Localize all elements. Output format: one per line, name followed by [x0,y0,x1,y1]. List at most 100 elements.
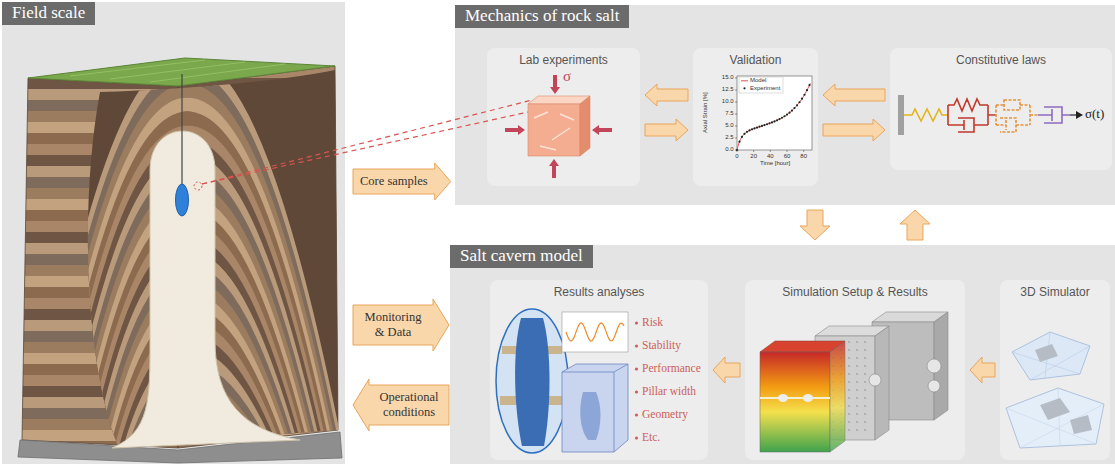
kelvin-element [948,99,996,132]
stress-output: σ(t) [1085,106,1104,122]
block-arrow [823,84,885,106]
panel-ground [450,245,1115,464]
mesh-node [864,405,866,407]
mesh-node [848,429,850,431]
panel: Salt cavern modelResults analysesRiskSta… [450,245,1115,464]
box-picture [745,280,965,460]
result-block [830,341,845,452]
box-picture [1000,280,1110,460]
salt-cavern [176,184,189,216]
mesh-node [848,373,850,375]
tick-mark [753,150,754,152]
box-title: Simulation Setup & Results [782,285,927,299]
folded-stratum [52,105,331,464]
experiment-point [756,126,758,128]
experiment-point [778,118,780,120]
cavern-level [760,397,830,399]
mesh-node [864,381,866,383]
salt-cube [528,96,590,104]
block-arrow [645,84,688,106]
result-item: Performance [642,362,701,376]
mesh-node [864,421,866,423]
salt-cube [580,96,590,156]
experiment-point [773,120,775,122]
mesh-node [864,373,866,375]
panel-tab: Mechanics of rock salt [455,5,629,28]
salt-cube [528,104,580,156]
mesh-node [864,429,866,431]
dashpot-element [1038,107,1070,123]
well [181,74,182,184]
experiment-point [763,124,765,126]
arrow-label: Operational conditions [376,390,442,420]
mesh-node [856,341,858,343]
mesh-line [1012,332,1090,380]
experiment-point [788,112,790,114]
result-item: Risk [642,316,663,330]
arrow-shape [353,299,449,351]
spring-element [904,109,948,121]
mesh-patch [1035,344,1058,362]
tick-label: 20 [750,153,757,160]
experiment-point [768,122,770,124]
tick-label: 0 [735,153,738,160]
tick-label: 40 [767,153,774,160]
cavern-bump [869,374,881,386]
load-arrow [550,75,560,94]
tick-label: 5.0 [725,122,733,129]
box-title: Validation [730,53,782,67]
mesh-line [1006,388,1104,448]
experiment-point [736,149,738,151]
legend-label: Model [750,77,766,84]
experiment-point [753,127,755,129]
field-texture [70,60,285,82]
mesh-node [848,341,850,343]
sample-location [194,182,202,190]
mesh-node [864,397,866,399]
tick-label: 10.0 [722,98,734,105]
folded-stratum [40,63,340,464]
picture-group [898,95,1083,135]
mesh-node [856,397,858,399]
mesh-node [864,389,866,391]
block-arrow-box: Operational conditions [352,378,450,432]
process-box: Lab experimentsσ [487,48,640,186]
inset-plot [562,312,628,352]
process-box: Constitutive laws σ(t) [890,48,1112,170]
panel: Mechanics of rock saltLab experimentsσ Va… [455,5,1115,205]
experiment-point [808,84,810,86]
mesh-node [864,365,866,367]
mesh-node [848,405,850,407]
sample-leader [487,112,528,184]
salt-texture [534,112,574,150]
panel-tab: Salt cavern model [450,245,593,268]
mesh-node [848,421,850,423]
tick-label: 60 [784,153,791,160]
list-bullet [635,436,638,439]
legend-label: Experiment [750,85,780,92]
arrow-label: Monitoring & Data [360,310,426,340]
mesh-node [848,413,850,415]
folded-stratum [56,119,328,464]
load-arrow [505,125,525,135]
mesh-node [856,365,858,367]
experiment-point [748,129,750,131]
result-item: Etc. [642,431,660,445]
block-arrow [900,210,930,240]
folded-stratum [44,77,337,464]
cavern-shape [580,392,600,440]
tick-label: 7.5 [725,110,733,117]
mesh-patch [1070,415,1092,434]
tick-mark [735,114,737,115]
box-title: 3D Simulator [1020,285,1089,299]
tick-label: 15.0 [722,74,734,81]
load-arrow [592,125,612,135]
tick-label: 0.0 [725,146,733,153]
experiment-point [746,131,748,133]
legend-sample [743,87,745,89]
mesh-node [848,365,850,367]
panel-tab: Field scale [2,2,95,25]
mesh-node [856,373,858,375]
box-title: Constitutive laws [956,53,1046,67]
